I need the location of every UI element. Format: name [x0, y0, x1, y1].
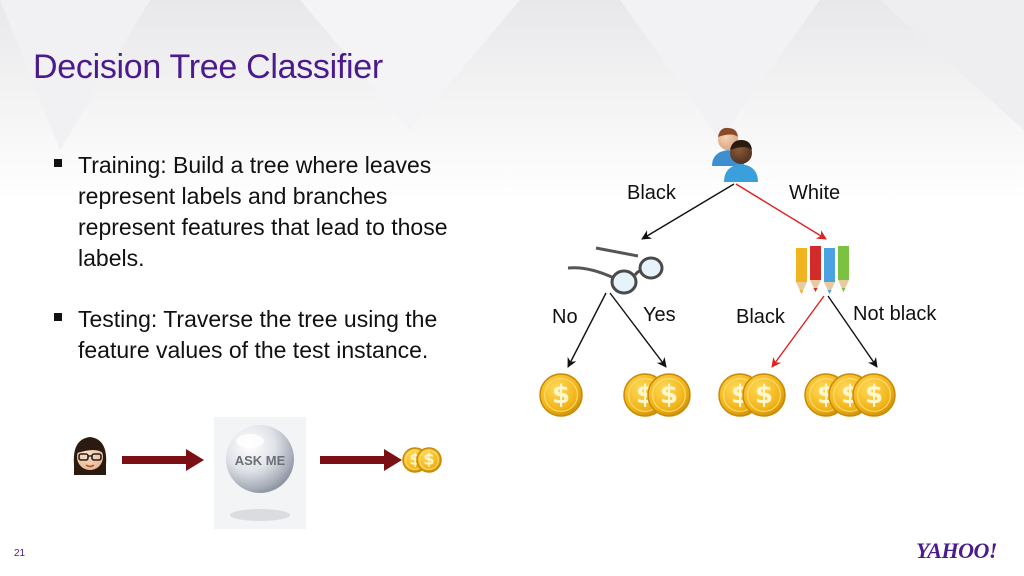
coin-symbol: $	[423, 450, 434, 469]
colored-pencils-icon	[796, 246, 849, 294]
edge-label-pencils-left: Black	[736, 306, 786, 328]
edge-label-pencils-right: Not black	[853, 303, 937, 325]
prediction-flow: ASK ME $$	[73, 417, 442, 529]
dollar-coin-icon: $	[647, 373, 691, 417]
edge-pencils-left	[771, 295, 825, 368]
flow-arrow-1	[122, 449, 204, 471]
edge-label-root-left: Black	[627, 182, 677, 204]
bullet-list: Training: Build a tree where leaves repr…	[50, 150, 490, 396]
coin-symbol: $	[865, 380, 883, 410]
leaf-black: $$	[718, 373, 786, 417]
square-bullet-icon	[54, 159, 62, 167]
slide-number: 21	[14, 548, 26, 559]
woman-avatar-icon	[73, 437, 107, 475]
leaf-no: $	[539, 373, 583, 417]
slide-title: Decision Tree Classifier	[33, 48, 383, 86]
coin-symbol: $	[660, 380, 678, 410]
leaf-not-black: $$$	[804, 373, 896, 417]
edge-label-root-right: White	[789, 182, 840, 204]
edge-root-left	[641, 183, 735, 240]
bullet-testing: Testing: Traverse the tree using the fea…	[50, 304, 490, 366]
edge-glasses-left	[567, 292, 607, 368]
bullet-training: Training: Build a tree where leaves repr…	[50, 150, 490, 274]
yahoo-logo: YAHOO!	[916, 538, 997, 563]
coin-symbol: $	[755, 380, 773, 410]
edge-root-right	[735, 183, 827, 240]
edge-glasses-right	[609, 292, 667, 368]
result-coins: $$	[402, 447, 442, 473]
dollar-coin-icon: $	[742, 373, 786, 417]
edge-pencils-right	[827, 295, 878, 368]
orb-label: ASK ME	[235, 453, 286, 468]
edge-label-glasses-right: Yes	[643, 304, 676, 326]
edge-label-glasses-left: No	[552, 306, 578, 328]
dollar-coin-icon: $	[416, 447, 442, 473]
flow-arrow-2	[320, 449, 402, 471]
crystal-ball-icon: ASK ME	[214, 417, 306, 529]
bullet-training-text: Training: Build a tree where leaves repr…	[78, 152, 448, 271]
coin-symbol: $	[552, 380, 570, 410]
glasses-icon	[567, 246, 664, 295]
users-icon	[712, 127, 758, 182]
bullet-testing-text: Testing: Traverse the tree using the fea…	[78, 306, 438, 363]
decision-tree-diagram: Black White No Yes Black Not black $ $$ …	[539, 127, 937, 417]
dollar-coin-icon: $	[539, 373, 583, 417]
square-bullet-icon	[54, 313, 62, 321]
leaf-yes: $$	[623, 373, 691, 417]
coin-symbol: $	[409, 450, 420, 469]
dollar-coin-icon: $	[852, 373, 896, 417]
